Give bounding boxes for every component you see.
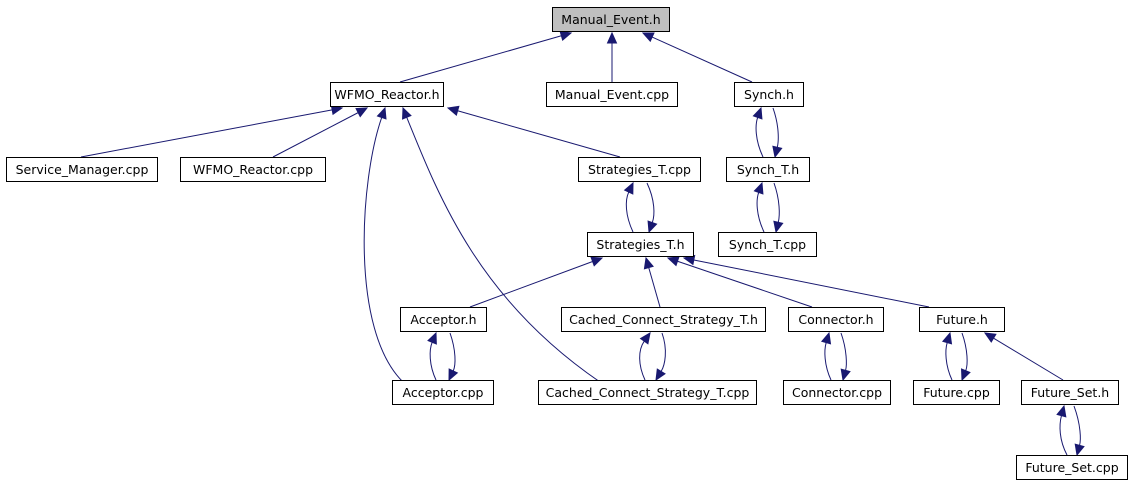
arrowhead (402, 106, 412, 120)
edge-synch-t-h-to-synch-h (752, 106, 764, 158)
edge-future-h-to-strategies-t-h (682, 254, 930, 308)
node-service-manager-cpp[interactable]: Service_Manager.cpp (6, 157, 158, 182)
arrowhead (376, 106, 387, 120)
edge-wfmo-reactor-cpp-to-wfmo-reactor-h (272, 107, 369, 158)
edge-future-cpp-to-future-h (941, 331, 953, 381)
arrowhead (641, 32, 655, 43)
node-strategies-t-cpp[interactable]: Strategies_T.cpp (578, 157, 701, 182)
edge-strategies-t-cpp-to-strategies-t-h (646, 182, 658, 234)
edge-connector-h-to-strategies-t-h (666, 256, 813, 308)
arrowhead (773, 220, 784, 234)
edge-acceptor-cpp-to-acceptor-h (427, 331, 437, 381)
edge-acceptor-h-to-acceptor-cpp (448, 332, 459, 382)
arrowhead (666, 256, 680, 267)
arrowhead (983, 332, 997, 343)
edge-connector-cpp-to-connector-h (820, 331, 832, 381)
node-future-set-h[interactable]: Future_Set.h (1021, 380, 1119, 405)
arrowhead (961, 368, 971, 382)
arrowhead (559, 30, 573, 41)
arrowhead (446, 105, 460, 116)
arrowhead (623, 181, 634, 195)
arrowhead (643, 256, 654, 270)
arrowhead (355, 107, 369, 118)
node-future-cpp[interactable]: Future.cpp (913, 380, 1000, 405)
node-future-h[interactable]: Future.h (919, 307, 1005, 332)
edge-acceptor-cpp-to-wfmo-reactor-h (363, 106, 404, 383)
edge-future-set-h-to-future-h (983, 332, 1064, 381)
arrowhead (590, 256, 604, 267)
edge-cached-connect-strategy-t-cpp-to-wfmo-reactor-h (402, 106, 601, 383)
arrowhead (639, 332, 651, 345)
arrowhead (840, 368, 851, 382)
arrowhead (427, 331, 437, 345)
arrowhead (1074, 443, 1085, 457)
node-acceptor-h[interactable]: Acceptor.h (400, 307, 487, 332)
edge-acceptor-h-to-strategies-t-h (469, 256, 604, 308)
arrowhead (647, 220, 658, 234)
edge-cached-connect-strategy-t-h-to-strategies-t-h (643, 256, 661, 308)
node-cached-connect-strategy-t-cpp[interactable]: Cached_Connect_Strategy_T.cpp (538, 380, 757, 405)
edge-future-set-cpp-to-future-set-h (1056, 404, 1068, 456)
node-strategies-t-h[interactable]: Strategies_T.h (587, 232, 694, 257)
arrowhead (820, 331, 832, 345)
edge-cached-connect-strategy-t-h-to-cached-connect-strategy-t-cpp (655, 332, 666, 382)
node-connector-h[interactable]: Connector.h (788, 307, 884, 332)
edge-service-manager-cpp-to-wfmo-reactor-h (80, 104, 344, 158)
edge-future-set-h-to-future-set-cpp (1073, 405, 1085, 457)
node-synch-t-cpp[interactable]: Synch_T.cpp (718, 232, 817, 257)
arrowhead (1056, 404, 1067, 418)
edge-future-h-to-future-cpp (961, 332, 971, 382)
node-connector-cpp[interactable]: Connector.cpp (783, 380, 891, 405)
edge-strategies-t-cpp-to-wfmo-reactor-h (446, 105, 621, 158)
arrowhead (448, 368, 459, 382)
edge-strategies-t-h-to-strategies-t-cpp (623, 181, 634, 233)
edge-manual-event-cpp-to-manual-event-h (606, 31, 618, 82)
node-wfmo-reactor-cpp[interactable]: WFMO_Reactor.cpp (180, 157, 326, 182)
arrowhead (753, 181, 764, 195)
edge-synch-t-h-to-synch-t-cpp (773, 182, 784, 234)
node-acceptor-cpp[interactable]: Acceptor.cpp (392, 380, 494, 405)
edge-wfmo-reactor-h-to-manual-event-h (399, 30, 573, 83)
edge-synch-t-cpp-to-synch-t-h (753, 181, 765, 233)
arrowhead (941, 331, 953, 345)
edge-synch-h-to-synch-t-h (772, 107, 783, 159)
arrowhead (772, 145, 783, 159)
arrowhead (655, 368, 666, 382)
node-synch-t-h[interactable]: Synch_T.h (726, 157, 810, 182)
node-wfmo-reactor-h[interactable]: WFMO_Reactor.h (330, 82, 444, 107)
edge-cached-connect-strategy-t-cpp-to-cached-connect-strategy-t-h (639, 332, 651, 381)
node-cached-connect-strategy-t-h[interactable]: Cached_Connect_Strategy_T.h (561, 307, 766, 332)
edge-connector-h-to-connector-cpp (840, 332, 851, 382)
edge-synch-h-to-manual-event-h (641, 32, 753, 83)
arrowhead (606, 31, 618, 44)
node-future-set-cpp[interactable]: Future_Set.cpp (1016, 455, 1128, 480)
arrowhead (752, 106, 763, 120)
node-manual-event-h[interactable]: Manual_Event.h (552, 7, 670, 32)
node-manual-event-cpp[interactable]: Manual_Event.cpp (546, 82, 678, 107)
node-synch-h[interactable]: Synch.h (734, 82, 804, 107)
